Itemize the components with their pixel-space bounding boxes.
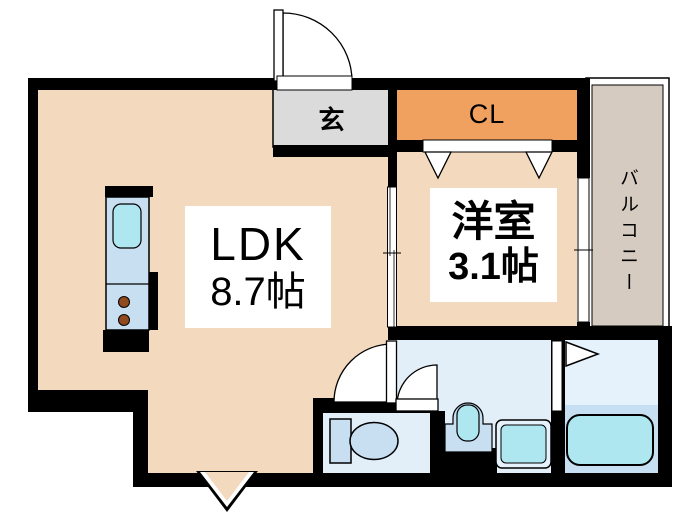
- bathtub-icon: [566, 414, 654, 466]
- wall-top-right: [352, 78, 590, 90]
- kitchen-sink: [112, 203, 142, 249]
- bay-window-inner: [205, 472, 249, 501]
- balcony-floor: [591, 84, 664, 327]
- entrance-door-arc: [282, 12, 353, 82]
- entrance-label: 玄: [318, 104, 345, 135]
- wall-closet-bottom-left: [388, 140, 423, 152]
- closet-door-hanger-left: [423, 151, 453, 180]
- wall-western-right-upper: [577, 78, 590, 178]
- fixtures: [105, 196, 654, 469]
- ldk-room-size: 8.7帖: [210, 270, 306, 315]
- bay-window: [196, 471, 258, 512]
- toilet-bowl-icon: [349, 421, 399, 461]
- wall-wet-area-top: [388, 326, 672, 340]
- wall-bottom: [133, 473, 672, 487]
- washroom-door-arc: [333, 343, 393, 403]
- bathroom-door-leaf: [551, 340, 563, 412]
- western-room-label: 洋室 3.1帖: [430, 188, 557, 302]
- closet-door-track: [422, 139, 553, 153]
- walls: [28, 78, 672, 487]
- stove-burner-icon: [118, 296, 130, 308]
- wall-entrance-bottom: [273, 145, 397, 157]
- ldk-floor-upper: [38, 88, 275, 160]
- toilet-door-arc: [396, 364, 438, 406]
- sliding-door-ldk-western: [387, 186, 397, 328]
- toilet-tank: [329, 418, 352, 464]
- wall-step-vertical: [133, 390, 148, 487]
- stove-burner-icon: [118, 314, 130, 326]
- ldk-floor-lower: [148, 392, 313, 473]
- bathroom-door-pennant: [565, 340, 601, 368]
- balcony-label: バルコニー: [617, 167, 638, 298]
- wall-top-left: [28, 78, 277, 90]
- entrance-door-leaf: [273, 9, 284, 82]
- ldk-room-label: LDK 8.7帖: [185, 206, 331, 328]
- washing-machine-pan-inner: [500, 424, 547, 464]
- wall-left: [28, 78, 38, 412]
- washbasin-bowl-icon: [456, 404, 480, 442]
- wall-ldk-western-upper: [388, 88, 397, 187]
- wall-kitchen-stub-right: [149, 272, 158, 330]
- closet-label: CL: [468, 98, 506, 129]
- western-room-name: 洋室: [451, 198, 536, 246]
- wall-step-horizontal: [28, 390, 148, 412]
- ldk-room-name: LDK: [210, 217, 306, 270]
- closet-door-hanger-right: [524, 151, 554, 180]
- wall-kitchen-stub-bottom: [103, 330, 149, 352]
- doors-windows: [273, 9, 601, 412]
- toilet-door-leaf: [395, 398, 439, 412]
- wall-bath-right: [658, 326, 672, 487]
- entrance-threshold: [276, 75, 353, 91]
- washroom-door-leaf: [385, 340, 398, 404]
- wall-kitchen-stub-top: [105, 186, 153, 197]
- western-room-size: 3.1帖: [448, 246, 539, 289]
- wall-toilet-left: [313, 398, 323, 473]
- closet-floor: [390, 88, 577, 142]
